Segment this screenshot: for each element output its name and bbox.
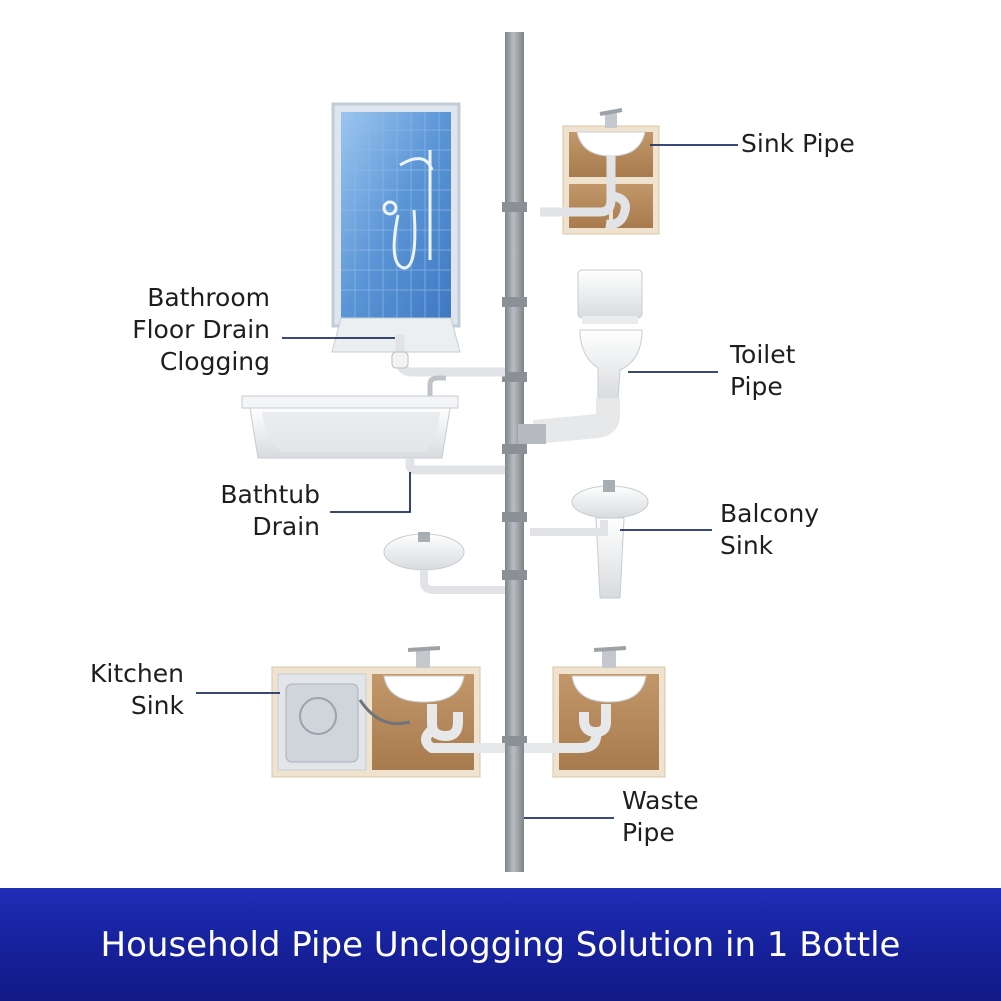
- label-sink-pipe: Sink Pipe: [741, 129, 855, 158]
- label-waste-pipe: Waste Pipe: [622, 786, 699, 847]
- kitchen-cabinet-left: [271, 646, 505, 778]
- shower-drain-pipe: [391, 335, 505, 377]
- kitchen-cabinet-right: [524, 646, 666, 778]
- waste-pipe: [502, 32, 527, 872]
- label-balcony-sink: Balcony Sink: [720, 499, 820, 560]
- wall-sink: [383, 532, 505, 594]
- label-bathtub-drain: Bathtub Drain: [220, 480, 320, 541]
- bathroom-sink-cabinet: [540, 108, 660, 235]
- label-toilet-pipe: Toilet Pipe: [730, 340, 796, 401]
- balcony-sink: [530, 480, 649, 599]
- banner-text: Household Pipe Unclogging Solution in 1 …: [100, 924, 901, 965]
- label-kitchen-sink: Kitchen Sink: [90, 659, 184, 720]
- bathtub: [241, 375, 505, 475]
- leader-lines: [196, 144, 738, 819]
- label-bathroom-floor-drain: Bathroom Floor Drain Clogging: [132, 283, 270, 376]
- leader-bathtub-drain: [330, 472, 411, 513]
- plumbing-diagram: [196, 32, 738, 872]
- toilet: [518, 269, 643, 444]
- shower-enclosure: [331, 102, 461, 353]
- product-banner: Household Pipe Unclogging Solution in 1 …: [0, 888, 1001, 1001]
